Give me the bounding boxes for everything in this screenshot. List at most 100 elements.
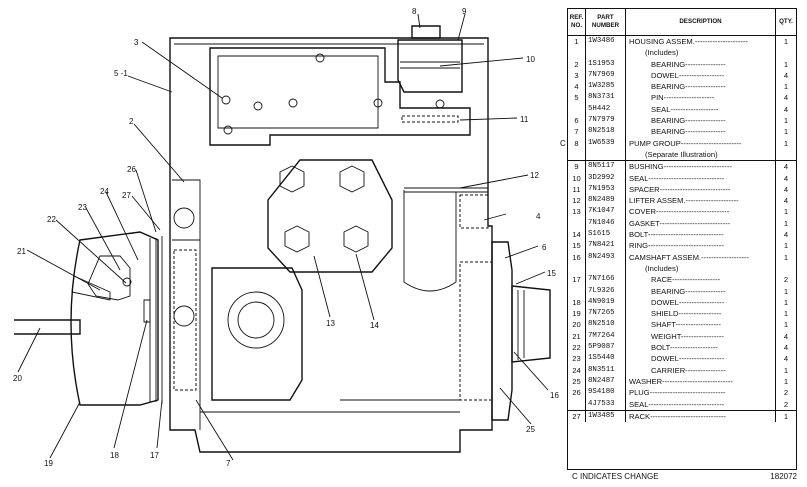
cell-ref: 6 [568,115,586,127]
cell-qty: 1 [783,376,789,386]
cell-part-number: 7K1047 [586,206,626,218]
cell-ref: 20 [568,319,586,331]
cell-description: RACK------------------------------ [626,410,776,423]
cell-part-number: 7N7979 [586,115,626,127]
table-header: REF. NO. PART NUMBER DESCRIPTION QTY. [568,9,796,36]
cell-part-number: 7N1953 [586,183,626,196]
change-note: C INDICATES CHANGE [572,472,659,481]
drawing-code: 182072 [770,472,797,481]
cell-description: PLUG------------------------------ [626,387,776,399]
cell-description: PUMP GROUP------------------------ [626,137,776,149]
header-qty: QTY. [779,18,793,25]
cell-part-number: 8N5117 [586,161,626,173]
cell-ref [568,398,586,410]
cell-ref: 1 [568,36,586,48]
cell-ref: 22 [568,342,586,354]
cell-ref: 23 [568,353,586,365]
cell-ref: 9 [568,161,586,173]
cell-part-number: 3D2992 [586,172,626,184]
callout-8: 8 [412,7,417,16]
callout-15: 15 [547,269,556,278]
cell-part-number [586,148,626,161]
cell-ref: 13 [568,206,586,218]
cell-ref: 5 [568,92,586,104]
cell-ref: 7 [568,126,586,138]
description-text: BEARING---------------- [651,82,726,92]
cell-ref: 14 [568,229,586,241]
footer: C INDICATES CHANGE 182072 [572,472,797,481]
cell-part-number: 8N3731 [586,92,626,104]
cell-description: BEARING---------------- [626,81,776,93]
description-text: (Includes) [645,48,679,58]
cell-part-number: 1W3285 [586,81,626,93]
cell-description: SHAFT------------------ [626,319,776,331]
callout-11: 11 [520,115,529,124]
callout-12: 12 [530,171,539,180]
callout-23: 23 [78,203,87,212]
cell-qty: 1 [783,59,789,69]
cell-qty: 1 [783,241,789,251]
cell-qty: 4 [783,173,789,183]
cell-part-number: 8N3511 [586,364,626,376]
cell-ref: 3 [568,69,586,82]
cell-part-number: 8N2493 [586,251,626,263]
cell-ref [568,262,586,275]
description-text: PIN-------------------- [651,93,715,103]
cell-ref: 16 [568,251,586,263]
description-text: BEARING---------------- [651,286,726,296]
header-description: DESCRIPTION [626,9,776,35]
header-part-number: PART NUMBER [586,9,626,35]
cell-qty: 2 [783,275,789,285]
cell-ref [568,103,586,116]
cell-description: SEAL------------------------------ [626,172,776,184]
cell-description: RING------------------------------ [626,240,776,252]
cell-qty: 1 [783,309,789,319]
cell-description: LIFTER ASSEM.--------------------- [626,195,776,207]
cell-ref: 2 [568,58,586,70]
cell-qty: 4 [783,196,789,206]
cell-ref: 12 [568,195,586,207]
callout-27: 27 [122,191,131,200]
cell-part-number: 8N2487 [586,375,626,388]
cell-description: BEARING---------------- [626,115,776,127]
table-row: (Includes) [568,47,796,59]
callout-10: 10 [526,55,535,64]
cell-ref: 4 [568,81,586,93]
cell-description: (Separate Illustration) [626,148,776,161]
cell-description: SEAL------------------- [626,103,776,116]
cell-part-number: 7N8421 [586,240,626,252]
camshaft-end [459,241,551,421]
callout-18: 18 [110,451,119,460]
cell-qty: 1 [783,297,789,307]
description-text: WEIGHT----------------- [651,331,724,341]
cell-ref: 18 [568,296,586,309]
cell-qty: 4 [783,354,789,364]
housing-body [169,25,493,453]
description-text: DOWEL------------------ [651,70,725,80]
description-text: SHAFT------------------ [651,320,721,330]
cell-description: (Includes) [626,262,776,275]
cell-ref: 27 [568,410,586,423]
cell-description: SPACER---------------------------- [626,183,776,196]
cell-part-number: 7N7265 [586,308,626,320]
cell-qty: 1 [783,365,789,375]
cell-part-number: 7M7264 [586,330,626,343]
cell-part-number [586,47,626,59]
cell-qty: 1 [783,252,789,262]
cell-ref [568,285,586,297]
cell-qty: 1 [783,286,789,296]
